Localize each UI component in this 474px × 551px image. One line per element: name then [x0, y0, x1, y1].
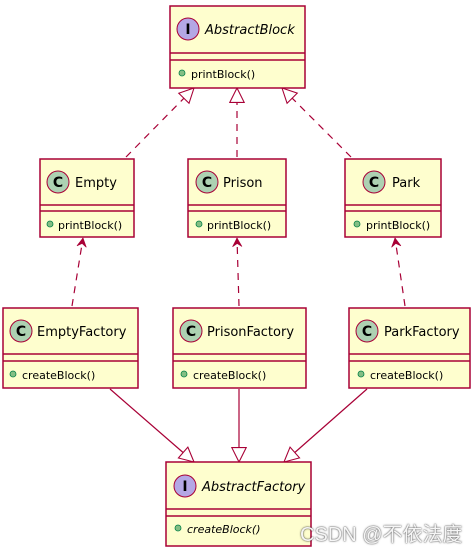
- edge-empty-to-abstractblock: [125, 87, 195, 158]
- badge-letter: C: [16, 324, 26, 340]
- edge-emptyfactory-to-abstractfactory: [109, 388, 195, 463]
- node-prison-factory: C PrisonFactory createBlock(): [172, 307, 307, 389]
- badge-letter: C: [53, 175, 63, 191]
- badge-letter: I: [182, 479, 187, 495]
- method-label: printBlock(): [58, 219, 122, 232]
- class-name: Park: [392, 176, 421, 191]
- class-name: AbstractFactory: [201, 480, 306, 495]
- method-visibility-icon: [174, 524, 182, 532]
- method-label: printBlock(): [366, 219, 430, 232]
- edge-parkfactory-to-park: [391, 237, 406, 307]
- method-label: printBlock(): [207, 219, 271, 232]
- class-badge-icon: [46, 170, 70, 194]
- edge-park-to-abstractblock: [281, 87, 352, 158]
- node-empty-factory: C EmptyFactory createBlock(): [2, 307, 139, 389]
- class-name: Prison: [223, 176, 263, 191]
- badge-letter: C: [186, 324, 196, 340]
- method-label: printBlock(): [191, 68, 255, 81]
- node-park-factory: C ParkFactory createBlock(): [348, 307, 471, 389]
- node-abstract-block: I AbstractBlock printBlock(): [169, 5, 306, 89]
- method-visibility-icon: [195, 220, 203, 228]
- method-visibility-icon: [353, 220, 361, 228]
- method-visibility-icon: [357, 370, 365, 378]
- method-label: createBlock(): [22, 369, 95, 382]
- class-badge-icon: [355, 319, 379, 343]
- interface-badge-icon: [176, 17, 200, 41]
- box: [169, 5, 306, 89]
- method-label: createBlock(): [193, 369, 266, 382]
- node-park: C Park printBlock(): [344, 158, 442, 238]
- method-visibility-icon: [178, 69, 186, 77]
- method-visibility-icon: [180, 370, 188, 378]
- class-badge-icon: [179, 319, 203, 343]
- edge-emptyfactory-to-empty: [71, 237, 87, 307]
- badge-letter: C: [369, 175, 379, 191]
- class-badge-icon: [362, 170, 386, 194]
- class-name: EmptyFactory: [37, 325, 127, 340]
- class-name: PrisonFactory: [207, 325, 294, 340]
- badge-letter: C: [202, 175, 212, 191]
- method-label: createBlock(): [370, 369, 443, 382]
- node-abstract-factory: I AbstractFactory createBlock(): [165, 461, 312, 547]
- edge-parkfactory-to-abstractfactory: [283, 388, 368, 463]
- method-visibility-icon: [46, 220, 54, 228]
- interface-badge-icon: [173, 474, 197, 498]
- node-empty: C Empty printBlock(): [39, 158, 135, 238]
- method-label: createBlock(): [187, 523, 261, 536]
- box: [39, 158, 135, 238]
- box: [344, 158, 442, 238]
- class-name: AbstractBlock: [204, 23, 295, 38]
- edges: [71, 86, 406, 464]
- edge-prisonfactory-to-prison: [232, 237, 243, 307]
- class-name: ParkFactory: [384, 325, 460, 340]
- class-name: Empty: [75, 176, 117, 191]
- class-badge-icon: [9, 319, 33, 343]
- method-visibility-icon: [9, 370, 17, 378]
- class-badge-icon: [195, 170, 219, 194]
- node-prison: C Prison printBlock(): [187, 158, 287, 238]
- badge-letter: I: [185, 22, 190, 38]
- badge-letter: C: [362, 324, 372, 340]
